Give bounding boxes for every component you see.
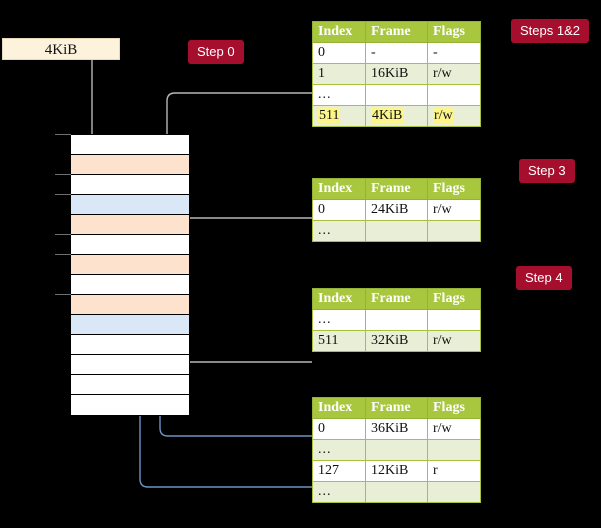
wire-t1-16kib-to-mem xyxy=(166,92,312,152)
table-cell-index: 1 xyxy=(312,63,366,85)
memory-row-tick xyxy=(55,234,71,235)
table-cell-flags xyxy=(427,439,481,461)
table-cell-flags: r/w xyxy=(427,418,481,440)
table-cell-index: 0 xyxy=(312,42,366,64)
table-cell-frame: 24KiB xyxy=(365,199,428,221)
table-cell-flags: r/w xyxy=(427,105,481,127)
table-cell-index: 511 xyxy=(312,105,366,127)
table-cell-flags: r/w xyxy=(427,63,481,85)
column-header-frame: Frame xyxy=(365,288,428,310)
wire-t2-24kib-to-mem xyxy=(181,217,312,254)
table-cell-flags xyxy=(427,481,481,503)
wire-t4-36kib-to-mem xyxy=(153,336,312,437)
table-cell-frame: - xyxy=(365,42,428,64)
memory-row xyxy=(71,155,189,175)
table-row: ... xyxy=(312,84,481,106)
memory-row xyxy=(71,195,189,215)
memory-row xyxy=(71,275,189,295)
table-cell-frame: 36KiB xyxy=(365,418,428,440)
column-header-flags: Flags xyxy=(427,288,481,310)
memory-row xyxy=(71,215,189,235)
wire-t3-32kib-to-mem xyxy=(175,316,312,363)
table-cell-index: 127 xyxy=(312,460,366,482)
table-cell-frame xyxy=(365,84,428,106)
column-header-index: Index xyxy=(312,397,366,419)
table-cell-index: ... xyxy=(312,309,366,331)
column-header-index: Index xyxy=(312,288,366,310)
frame-4kib-box: 4KiB xyxy=(2,38,120,60)
table-cell-frame xyxy=(365,220,428,242)
memory-row xyxy=(71,235,189,255)
memory-row xyxy=(71,375,189,395)
table-cell-frame: 12KiB xyxy=(365,460,428,482)
column-header-frame: Frame xyxy=(365,397,428,419)
memory-row-tick xyxy=(55,194,71,195)
column-header-frame: Frame xyxy=(365,178,428,200)
memory-row-tick xyxy=(55,134,71,135)
column-header-frame: Frame xyxy=(365,21,428,43)
memory-row xyxy=(71,135,189,155)
memory-row xyxy=(71,395,189,415)
table-cell-index: ... xyxy=(312,439,366,461)
table-cell-flags: r/w xyxy=(427,199,481,221)
memory-row-tick xyxy=(55,294,71,295)
table-row: ... xyxy=(312,481,481,503)
memory-row xyxy=(71,335,189,355)
memory-column xyxy=(70,134,190,416)
memory-row-tick xyxy=(55,254,71,255)
table-row: ... xyxy=(312,309,481,331)
column-header-index: Index xyxy=(312,178,366,200)
table-cell-frame: 32KiB xyxy=(365,330,428,352)
table-cell-flags: r xyxy=(427,460,481,482)
table-cell-flags xyxy=(427,220,481,242)
column-header-flags: Flags xyxy=(427,21,481,43)
table-cell-index: 0 xyxy=(312,418,366,440)
badge-step3: Step 3 xyxy=(519,159,575,183)
table-row: ... xyxy=(312,220,481,242)
table-cell-frame xyxy=(365,309,428,331)
table-cell-flags xyxy=(427,84,481,106)
memory-row-tick xyxy=(55,174,71,175)
table-cell-frame xyxy=(365,439,428,461)
table-row: 0-- xyxy=(312,42,481,64)
memory-row xyxy=(71,175,189,195)
table-row: ... xyxy=(312,439,481,461)
table-cell-frame: 4KiB xyxy=(365,105,428,127)
badge-step12: Steps 1&2 xyxy=(511,19,589,43)
table-cell-flags: - xyxy=(427,42,481,64)
memory-row xyxy=(71,255,189,275)
table-cell-index: ... xyxy=(312,84,366,106)
column-header-flags: Flags xyxy=(427,397,481,419)
table-cell-frame: 16KiB xyxy=(365,63,428,85)
column-header-flags: Flags xyxy=(427,178,481,200)
table-cell-index: ... xyxy=(312,481,366,503)
badge-step0: Step 0 xyxy=(188,40,244,64)
memory-row xyxy=(71,355,189,375)
table-cell-index: ... xyxy=(312,220,366,242)
table-cell-index: 511 xyxy=(312,330,366,352)
table-cell-frame xyxy=(365,481,428,503)
wire-t4-12kib-to-mem xyxy=(133,204,312,488)
memory-row xyxy=(71,295,189,315)
table-cell-flags: r/w xyxy=(427,330,481,352)
badge-step4: Step 4 xyxy=(516,266,572,290)
column-header-index: Index xyxy=(312,21,366,43)
table-cell-index: 0 xyxy=(312,199,366,221)
table-cell-flags xyxy=(427,309,481,331)
memory-row xyxy=(71,315,189,335)
